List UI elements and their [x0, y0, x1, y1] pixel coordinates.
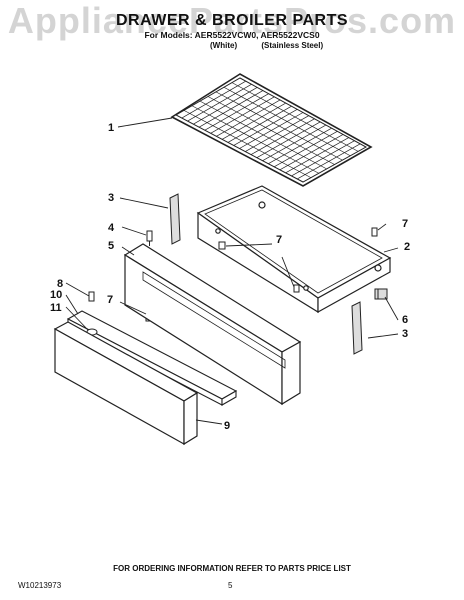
- document-id: W10213973: [18, 581, 62, 590]
- drawer-support-right[interactable]: [351, 301, 363, 355]
- callout-7-center: 7: [276, 234, 282, 246]
- callout-5: 5: [108, 240, 114, 252]
- screw-7-mid[interactable]: [293, 284, 300, 293]
- callout-6: 6: [402, 314, 408, 326]
- callout-3-top: 3: [108, 192, 114, 204]
- callout-9: 9: [224, 420, 230, 432]
- model-variants: (White) (Stainless Steel): [210, 41, 345, 50]
- variant-white: (White): [210, 41, 238, 50]
- rack-crosswire: [215, 91, 343, 161]
- screw-7-upper-right[interactable]: [371, 227, 378, 237]
- bracket-6[interactable]: [374, 288, 388, 300]
- rack-crosswire: [199, 100, 327, 170]
- rack-crosswire: [183, 110, 312, 178]
- callout-7-upper-right: 7: [402, 218, 408, 230]
- watermark: AppliancePartsPros.com: [7, 0, 457, 41]
- callout-4: 4: [108, 222, 115, 234]
- models-line: For Models: AER5522VCW0, AER5522VCS0: [144, 30, 320, 40]
- callout-10: 10: [50, 289, 62, 301]
- rack-crosswire: [223, 86, 351, 157]
- variant-steel: (Stainless Steel): [261, 41, 324, 50]
- callout-3-bottom: 3: [402, 328, 408, 340]
- broiler-rack[interactable]: [170, 73, 373, 187]
- ordering-note: FOR ORDERING INFORMATION REFER TO PARTS …: [113, 564, 351, 573]
- rack-crosswire: [191, 105, 319, 174]
- rack-crosswire: [231, 82, 359, 152]
- callout-7-panel: 7: [107, 294, 113, 306]
- screw-8[interactable]: [88, 291, 95, 302]
- leader-lines: [65, 117, 399, 425]
- page-number: 5: [228, 581, 233, 590]
- screw-4[interactable]: [146, 230, 153, 246]
- outer-drawer-panel[interactable]: [53, 321, 199, 446]
- page-title: DRAWER & BROILER PARTS: [115, 12, 349, 29]
- callout-2: 2: [404, 241, 410, 253]
- screw-7-center[interactable]: [218, 241, 226, 250]
- rack-crosswire: [207, 96, 335, 165]
- callout-1: 1: [108, 122, 114, 134]
- drawer-support-left[interactable]: [169, 193, 181, 245]
- drawer-body[interactable]: [196, 185, 392, 314]
- drawer-front-panel[interactable]: [123, 243, 302, 406]
- callout-8: 8: [57, 278, 63, 290]
- callout-11: 11: [50, 302, 62, 314]
